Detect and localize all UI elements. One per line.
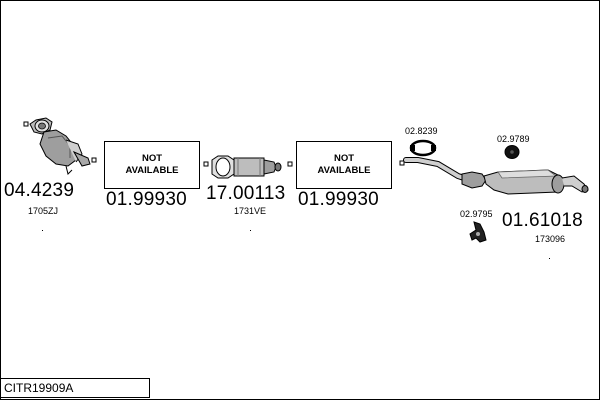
catalytic-converter-icon	[23, 117, 97, 175]
clamp-icon	[409, 139, 437, 157]
dot-marker-5	[549, 258, 550, 259]
part-ref-3: 1731VE	[234, 206, 267, 216]
part-number-4: 01.99930	[298, 189, 379, 210]
rear-silencer-icon	[399, 157, 589, 195]
accessory-number-mount: 02.9789	[497, 134, 530, 144]
diagram-code: CITR19909A	[0, 378, 150, 398]
dot-marker-1	[42, 230, 43, 231]
part-number-5: 01.61018	[502, 210, 583, 231]
part-number-1: 04.4239	[4, 180, 75, 201]
accessory-number-clamp: 02.8239	[405, 126, 438, 136]
accessory-number-hanger: 02.9795	[460, 209, 493, 219]
particulate-filter-icon	[203, 155, 293, 179]
part-number-3: 17.00113	[206, 183, 286, 204]
part-ref-5: 173096	[535, 234, 566, 244]
dot-marker-3	[250, 230, 251, 231]
rubber-mount-icon	[504, 145, 520, 159]
part-number-2: 01.99930	[106, 189, 187, 210]
part-ref-1: 1705ZJ	[28, 206, 59, 216]
hanger-bracket-icon	[469, 221, 487, 243]
